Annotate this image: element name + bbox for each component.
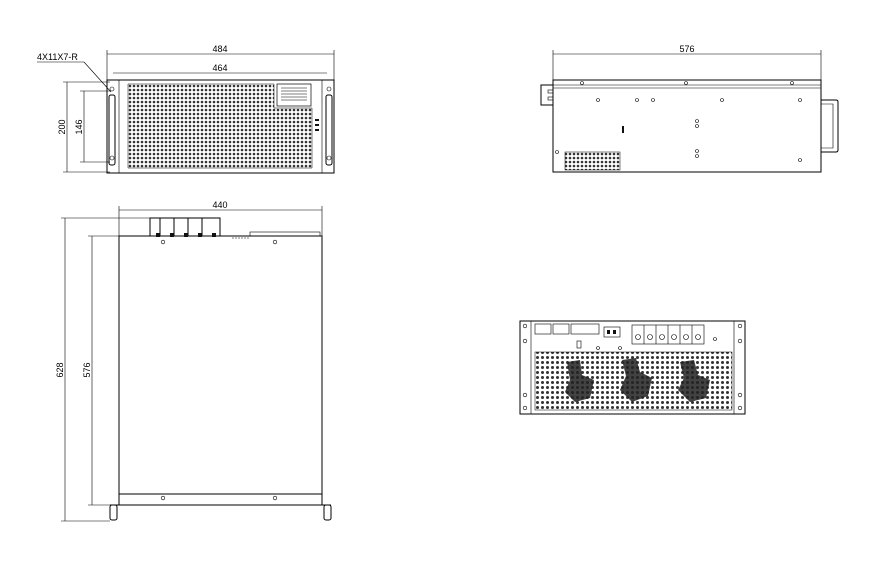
dim-side-depth: 576 xyxy=(552,44,822,80)
side-handle xyxy=(821,99,839,153)
dim-top-overall-depth-label: 628 xyxy=(55,362,65,377)
hole-callout: 4X11X7-R xyxy=(37,52,112,93)
rear-view xyxy=(519,320,746,415)
dim-height: 200 xyxy=(57,81,110,173)
front-view: 484 464 4X11X7-R 200 146 xyxy=(37,44,335,174)
display-panel xyxy=(276,83,312,107)
rear-fans xyxy=(565,358,710,402)
hole-callout-label: 4X11X7-R xyxy=(37,52,78,62)
dim-height-label: 200 xyxy=(57,119,67,134)
side-view: 576 xyxy=(540,44,839,173)
dim-inner-width: 464 xyxy=(113,63,327,74)
dim-top-depth: 576 xyxy=(82,235,119,506)
front-vent-grille xyxy=(127,83,313,169)
dim-top-depth-label: 576 xyxy=(82,362,92,377)
side-terminal-block xyxy=(540,84,554,106)
rear-output-terminals xyxy=(596,324,717,350)
dim-hole-spacing: 146 xyxy=(74,90,110,163)
rear-connectors xyxy=(534,323,621,349)
dim-side-depth-label: 576 xyxy=(679,44,694,54)
dim-overall-width-label: 484 xyxy=(212,44,227,54)
dim-hole-spacing-label: 146 xyxy=(74,119,84,134)
top-view: 440 628 576 xyxy=(55,200,332,522)
right-handle xyxy=(325,94,333,166)
top-left-handle xyxy=(109,504,118,521)
top-chassis xyxy=(109,217,332,521)
front-chassis xyxy=(106,79,335,174)
top-right-handle xyxy=(323,504,332,521)
dim-top-width: 440 xyxy=(118,200,323,236)
rear-chassis xyxy=(519,320,746,415)
left-handle xyxy=(108,94,116,166)
side-vent-slots xyxy=(564,151,621,171)
dim-inner-width-label: 464 xyxy=(212,63,227,73)
dim-top-width-label: 440 xyxy=(212,200,227,210)
front-bezel xyxy=(118,493,323,506)
dim-top-overall-depth: 628 xyxy=(55,217,150,522)
side-chassis xyxy=(540,79,839,173)
